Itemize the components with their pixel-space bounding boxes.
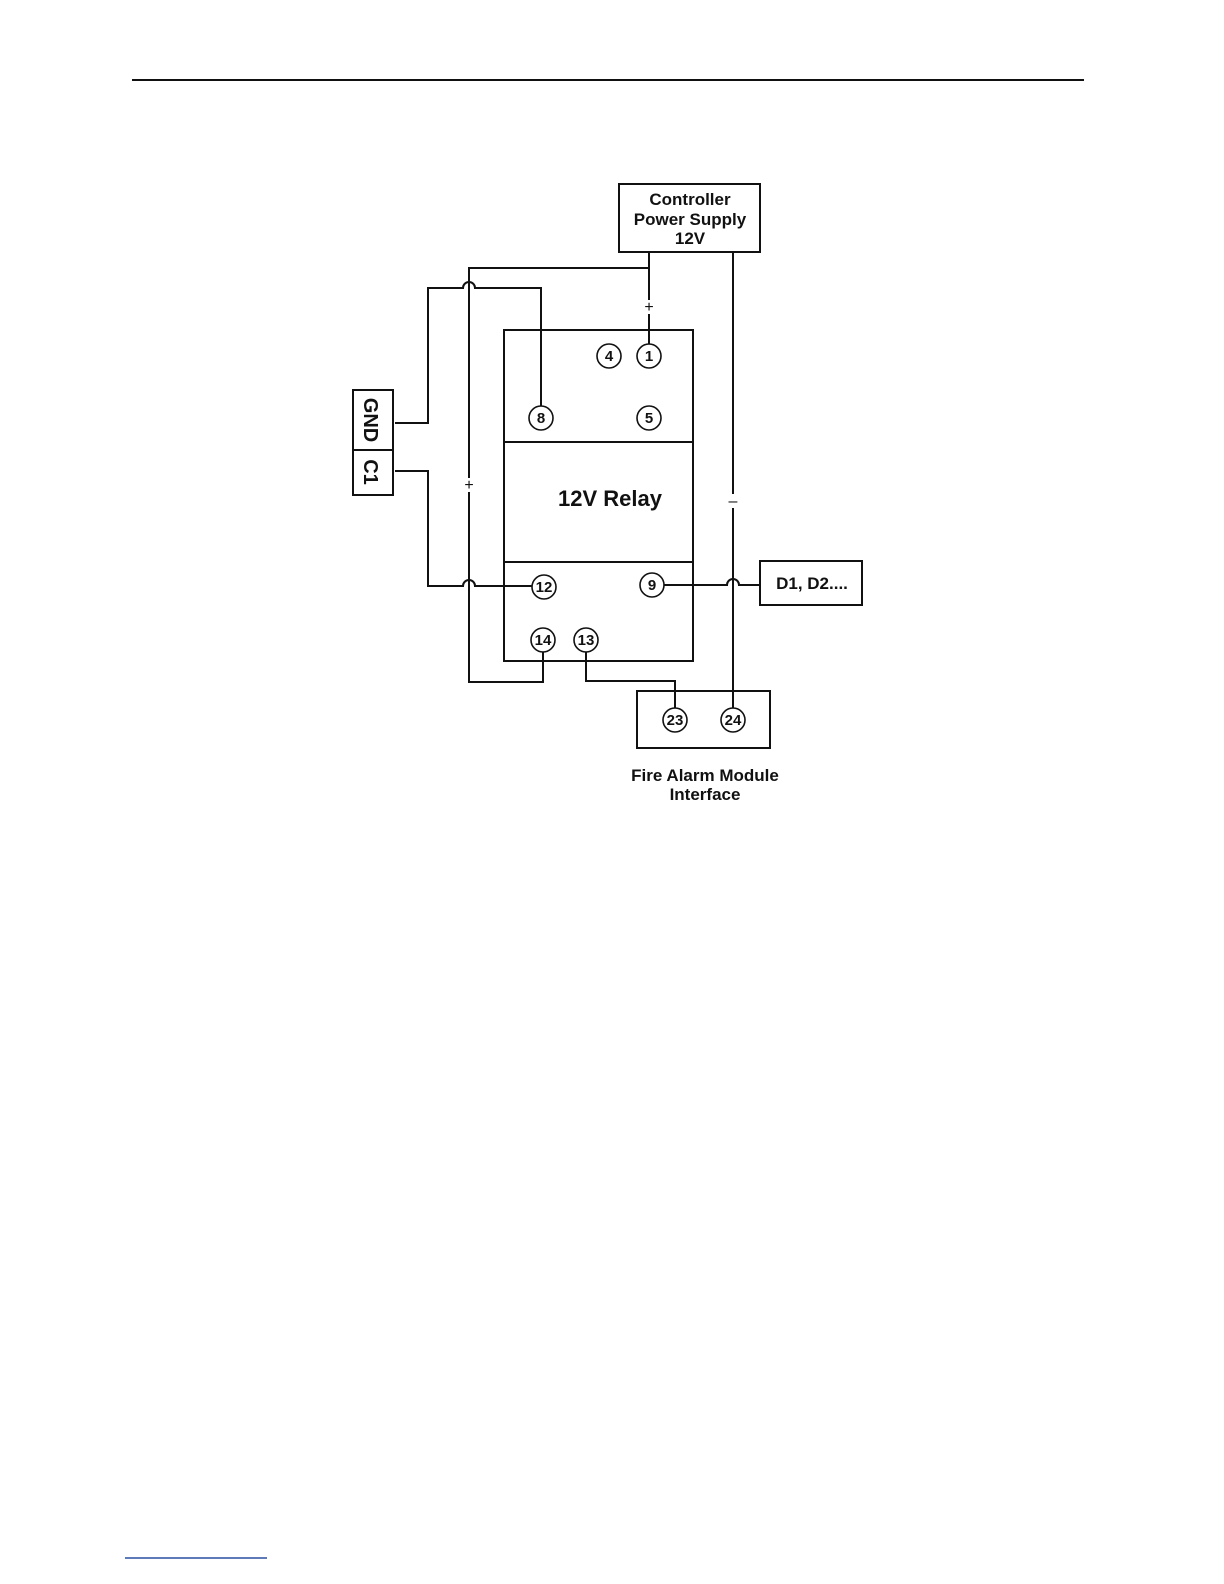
plus-mark-bus: + bbox=[464, 477, 473, 494]
power-supply-label-1: Controller bbox=[649, 190, 731, 209]
terminal-13: 13 bbox=[574, 628, 598, 652]
c1-label: C1 bbox=[359, 459, 381, 485]
terminal-1: 1 bbox=[637, 344, 661, 368]
terminal-12-label: 12 bbox=[536, 579, 553, 596]
terminal-24: 24 bbox=[721, 708, 745, 732]
terminal-23: 23 bbox=[663, 708, 687, 732]
terminal-14-label: 14 bbox=[535, 632, 552, 649]
fire-alarm-label-1: Fire Alarm Module bbox=[631, 766, 779, 785]
minus-mark: – bbox=[729, 493, 738, 510]
terminal-1-label: 1 bbox=[645, 348, 653, 365]
relay-label: 12V Relay bbox=[558, 486, 663, 511]
terminal-24-label: 24 bbox=[725, 712, 742, 729]
terminal-8-label: 8 bbox=[537, 410, 545, 427]
wire-t9-to-output bbox=[664, 579, 760, 585]
output-label: D1, D2.... bbox=[776, 574, 848, 593]
terminal-9: 9 bbox=[640, 573, 664, 597]
terminal-4-label: 4 bbox=[605, 348, 614, 365]
terminal-5: 5 bbox=[637, 406, 661, 430]
fire-alarm-label-2: Interface bbox=[670, 785, 741, 804]
terminal-5-label: 5 bbox=[645, 410, 653, 427]
fire-alarm-box bbox=[637, 691, 770, 748]
plus-mark-psu: + bbox=[644, 299, 653, 316]
terminal-23-label: 23 bbox=[667, 712, 684, 729]
terminal-13-label: 13 bbox=[578, 632, 595, 649]
terminal-8: 8 bbox=[529, 406, 553, 430]
terminal-9-label: 9 bbox=[648, 577, 656, 594]
power-supply-label-3: 12V bbox=[675, 229, 706, 248]
terminal-12: 12 bbox=[532, 575, 556, 599]
terminal-14: 14 bbox=[531, 628, 555, 652]
power-supply-label-2: Power Supply bbox=[634, 210, 747, 229]
gnd-label: GND bbox=[359, 398, 381, 442]
terminal-4: 4 bbox=[597, 344, 621, 368]
